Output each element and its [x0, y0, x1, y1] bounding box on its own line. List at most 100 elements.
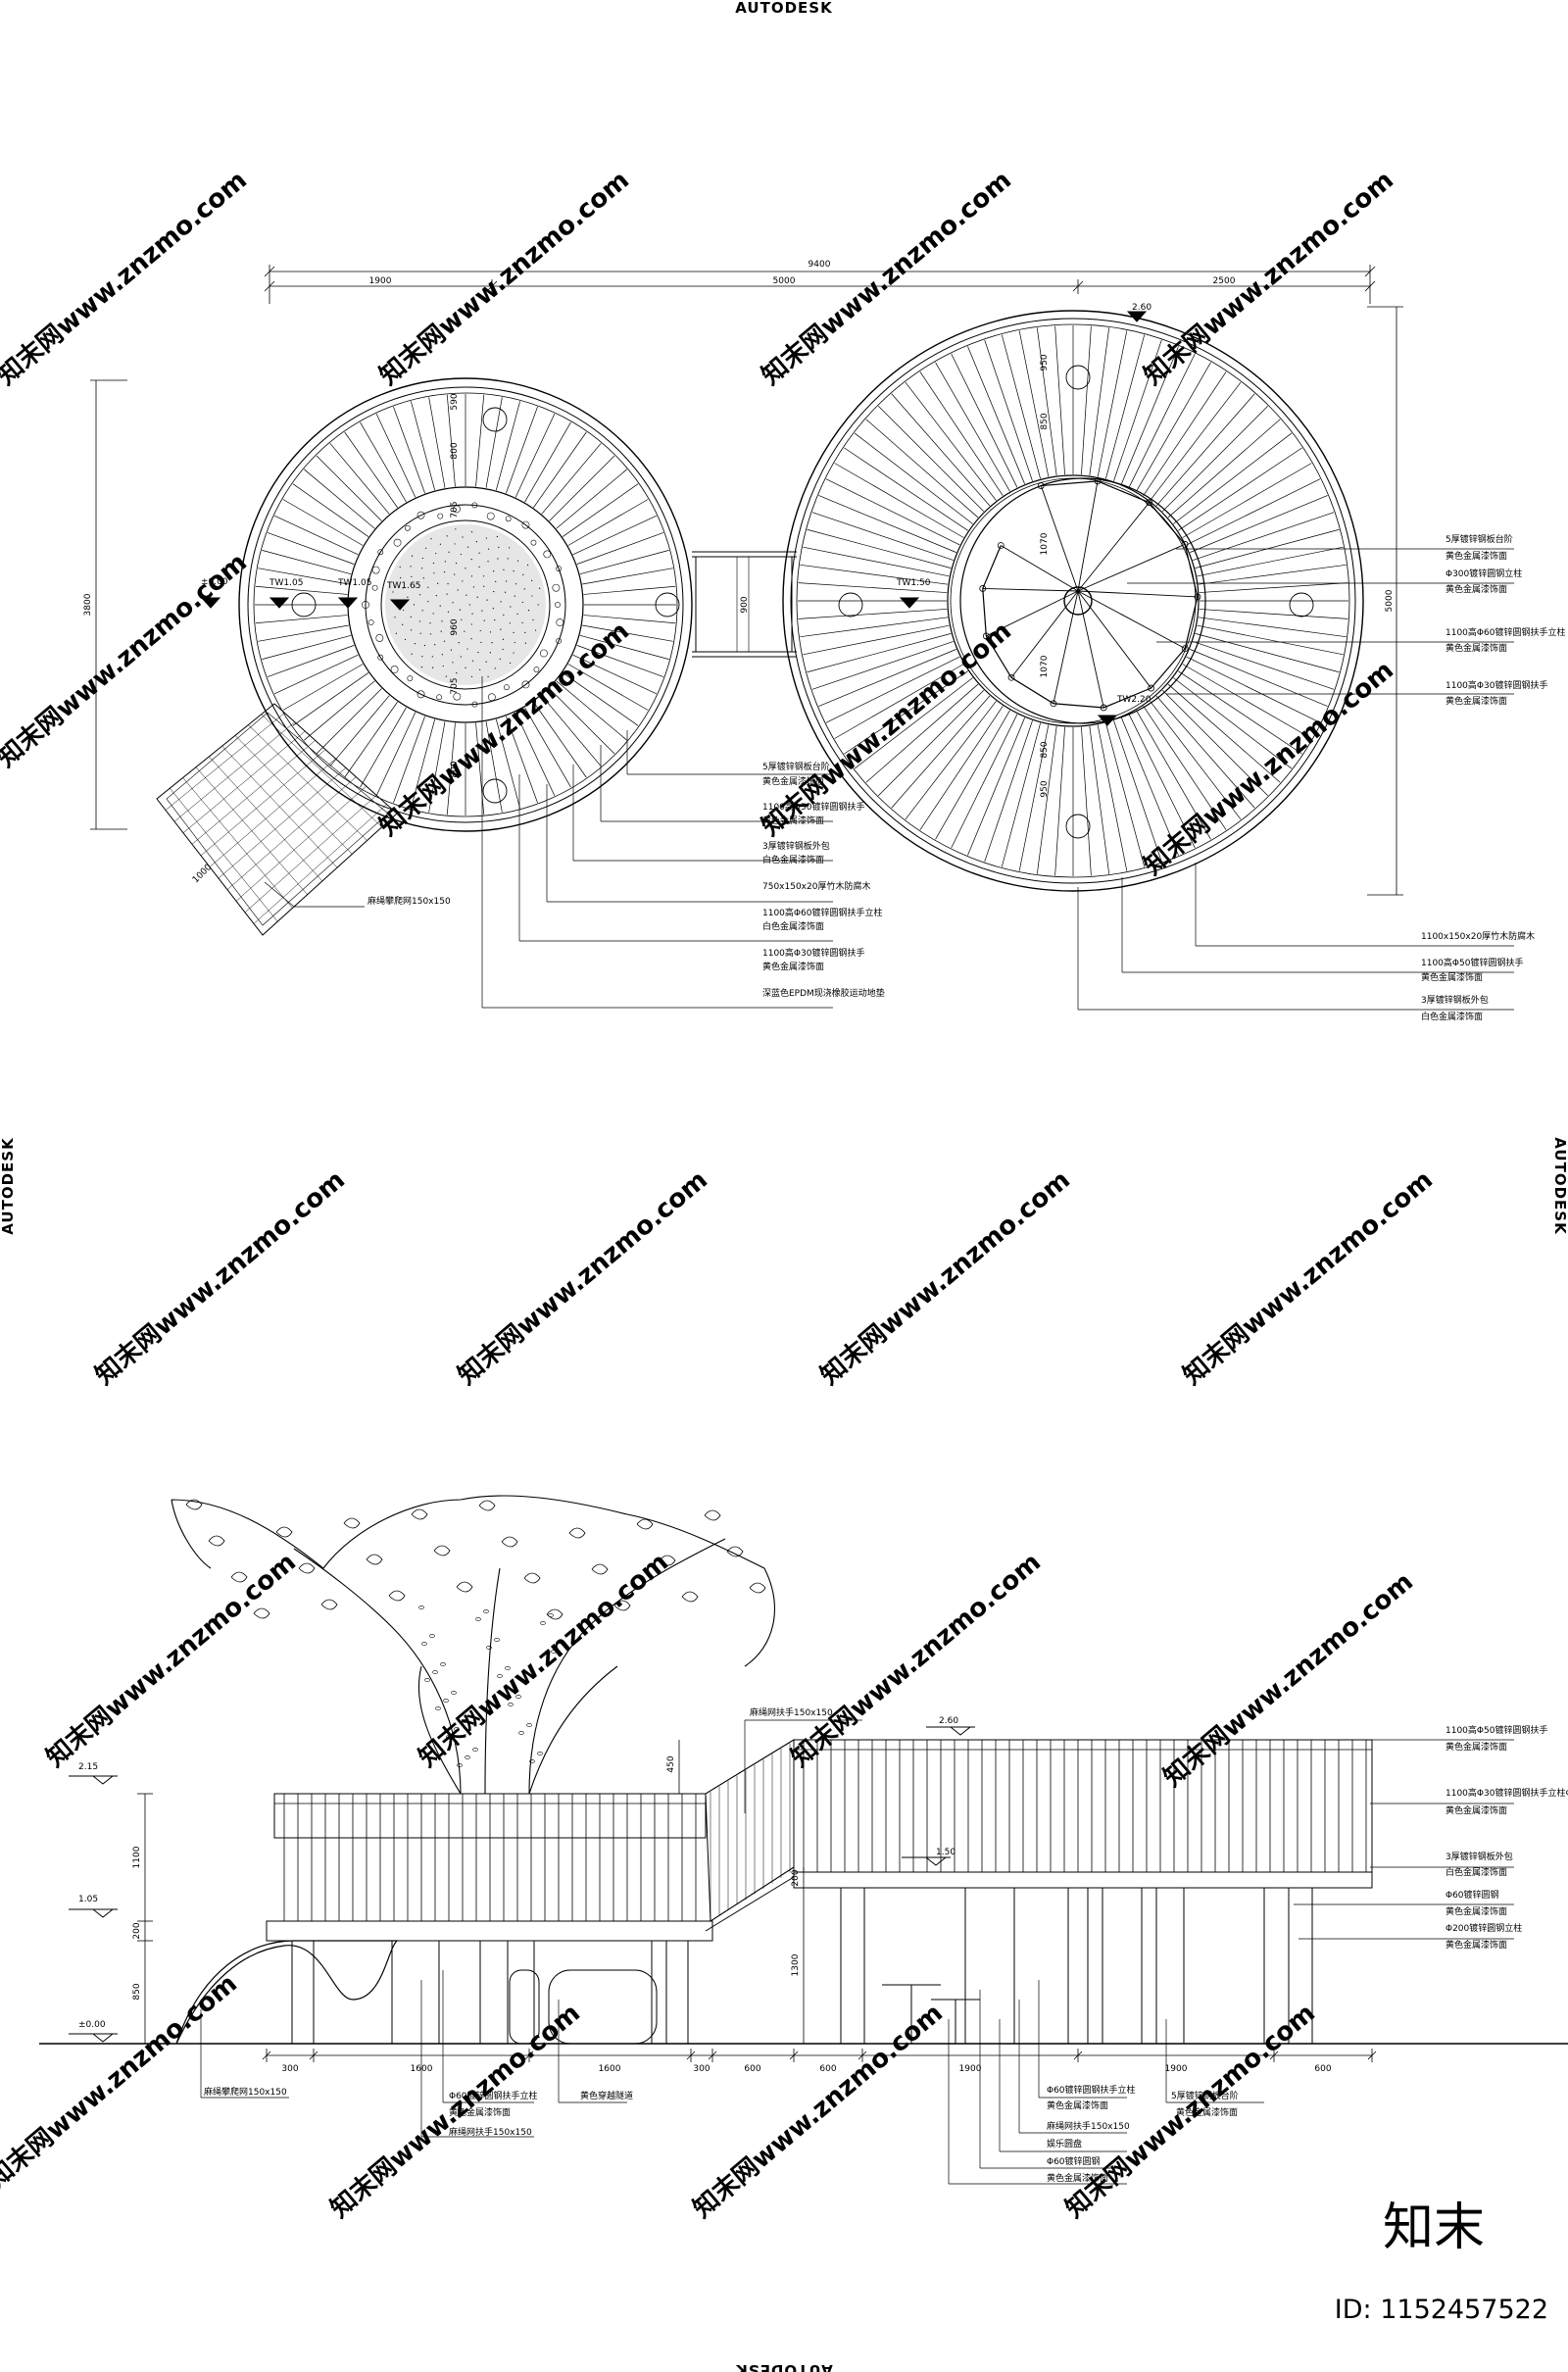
elev-label-right: Φ200镀锌圆钢立柱: [1446, 1922, 1522, 1934]
watermark-text: 知末网www.znzmo.com: [0, 1969, 243, 2195]
plan-dimension-top: [264, 265, 1376, 304]
elev-label-right: 黄色金属漆饰面: [1446, 1741, 1507, 1753]
plan-label-center: 3厚镀锌钢板外包: [762, 840, 830, 852]
elev-vdim: 200: [132, 1922, 142, 1939]
plan-radial-dim-right: 1070: [1040, 532, 1050, 555]
watermark-text: 知末网www.znzmo.com: [757, 166, 1017, 391]
elev-bottom-dim: 1900: [959, 2064, 982, 2074]
elev-level-text: 2.60: [939, 1716, 958, 1726]
elev-label-right: 白色金属漆饰面: [1446, 1866, 1507, 1878]
elev-label-bottom-mid: 黄色金属漆饰面: [449, 2106, 511, 2118]
elev-label-bottom-center: Φ60镀锌圆钢: [1047, 2155, 1101, 2167]
plan-radial-dim-left: 705: [450, 501, 460, 518]
plan-label-right-bottom: 黄色金属漆饰面: [1421, 971, 1483, 983]
plan-radial-dim-right: 950: [1040, 780, 1050, 797]
watermark-text: 知末网www.znzmo.com: [0, 166, 253, 391]
epdm-pit-fill: [385, 524, 546, 685]
plan-radial-dim-right: 1070: [1040, 655, 1050, 677]
plan-label-right-top: 黄色金属漆饰面: [1446, 550, 1507, 562]
plan-label-right-bottom: 1100高Φ50镀锌圆钢扶手: [1421, 957, 1523, 968]
elev-label-bottom-center: 麻绳网扶手150x150: [1047, 2120, 1130, 2132]
plan-level-text: TW2.20: [1116, 695, 1152, 705]
level-marker: [389, 599, 411, 611]
plan-view: 9400 1900 5000 2500 3800 5000: [83, 260, 1565, 1022]
plan-label-right-top: 黄色金属漆饰面: [1446, 583, 1507, 595]
brand-id: ID: 1152457522: [1335, 2295, 1548, 2325]
brand-logo: 知末: [1383, 2199, 1485, 2257]
elev-bottom-dim: 1600: [411, 2064, 433, 2074]
plan-dimension-left: [90, 379, 127, 830]
autodesk-band-top: AUTODESK: [735, 0, 833, 17]
plan-label-center: 黄色金属漆饰面: [762, 961, 824, 972]
elev-label-bottom-right: 5厚镀锌钢板台阶: [1171, 2090, 1239, 2101]
plan-bridge: [692, 551, 797, 658]
plan-radial-dim-right: 850: [1040, 741, 1050, 758]
elev-bottom-dim: 1900: [1165, 2064, 1188, 2074]
elev-label-tunnel: 黄色穿越隧道: [580, 2090, 633, 2101]
elev-label-right: 黄色金属漆饰面: [1446, 1804, 1507, 1816]
plan-dim-total: 9400: [808, 260, 831, 270]
plan-climbing-ramp: [156, 703, 398, 936]
plan-label-right-top: 黄色金属漆饰面: [1446, 695, 1507, 707]
plan-label-right-top: 1100高Φ60镀锌圆钢扶手立柱: [1446, 626, 1565, 638]
plan-label-right-top: 5厚镀锌钢板台阶: [1446, 533, 1513, 545]
elev-ramp: [705, 1739, 795, 1932]
watermark-text: 知末网www.znzmo.com: [414, 1548, 674, 1773]
plan-radial-dim-left: 960: [450, 618, 460, 635]
plan-dim-right: 5000: [1385, 589, 1395, 612]
elev-bottom-dim: 1600: [599, 2064, 621, 2074]
plan-label-right-bottom: 白色金属漆饰面: [1421, 1011, 1483, 1022]
elev-label-right: 1100高Φ50镀锌圆钢扶手: [1446, 1724, 1547, 1736]
watermark-text: 知末网www.znzmo.com: [1139, 166, 1399, 391]
plan-label-center: 白色金属漆饰面: [762, 854, 824, 865]
elev-label-bottom-center: 娱乐圆盘: [1047, 2138, 1082, 2150]
watermark-text: 知末网www.znzmo.com: [90, 1165, 351, 1391]
watermark-text: 知末网www.znzmo.com: [1178, 1165, 1439, 1391]
elev-level-text: 1.50: [936, 1848, 956, 1857]
level-marker: [200, 597, 221, 609]
elev-vdim: 1300: [791, 1953, 801, 1976]
plan-radial-dim-right: 950: [1040, 354, 1050, 371]
plan-dim-bridge: 900: [740, 596, 750, 613]
elev-label-rope-top: 麻绳网扶手150x150: [750, 1706, 833, 1718]
plan-label-center: 深蓝色EPDM现浇橡胶运动地垫: [762, 987, 885, 999]
plan-label-center: 5厚镀锌钢板台阶: [762, 761, 830, 772]
elev-vdim: 850: [132, 1983, 142, 2000]
elev-label-right: Φ60镀锌圆钢: [1446, 1889, 1499, 1901]
plan-label-right-top: 1100高Φ30镀锌圆钢扶手: [1446, 679, 1547, 691]
elev-label-right: 黄色金属漆饰面: [1446, 1905, 1507, 1917]
elev-label-bottom-center: Φ60镀锌圆钢扶手立柱: [1047, 2084, 1136, 2096]
tree-drawing: [171, 1495, 775, 1795]
plan-label-right-bottom: 3厚镀锌钢板外包: [1421, 994, 1489, 1006]
plan-dim-seg2: 5000: [773, 276, 796, 286]
plan-fixtures: [291, 365, 1314, 839]
plan-level-text: TW1.50: [896, 578, 931, 588]
watermark-text: 知末网www.znzmo.com: [41, 1548, 302, 1773]
central-steel-column: [1063, 586, 1093, 616]
autodesk-band-right: AUTODESK: [1551, 1137, 1568, 1235]
elev-level-text: ±0.00: [78, 2020, 106, 2030]
plan-radial-dim-left: 800: [450, 761, 460, 777]
plan-dimension-right: [1367, 306, 1403, 896]
plan-dim-seg3: 2500: [1213, 276, 1236, 286]
level-marker: [899, 597, 920, 609]
elev-label-bottom-center: 黄色金属漆饰面: [1047, 2172, 1108, 2184]
plan-level-text: ±0.00: [201, 577, 228, 587]
elev-bottom-dim: 300: [281, 2064, 298, 2074]
elev-level-text: 2.15: [78, 1762, 98, 1772]
plan-radial-dim-left: 705: [450, 677, 460, 694]
plan-label-center: 750x150x20厚竹木防腐木: [762, 880, 870, 892]
elev-label-bottom-right: 黄色金属漆饰面: [1176, 2106, 1238, 2118]
plan-label-center: 黄色金属漆饰面: [762, 815, 824, 826]
elev-label-bottom-left: 麻绳攀爬网150x150: [204, 2086, 287, 2098]
elev-bottom-dim: 300: [693, 2064, 710, 2074]
elev-left-platform: [266, 1793, 713, 2045]
plan-radial-dim-left: 590: [450, 393, 460, 410]
elev-vdim: 450: [666, 1755, 676, 1772]
watermark-text: 知末网www.znzmo.com: [786, 1548, 1047, 1773]
watermark-text: 知末网www.znzmo.com: [1139, 656, 1399, 881]
watermark-text: 知末网www.znzmo.com: [688, 1999, 949, 2224]
elev-level-text: 1.05: [78, 1895, 98, 1904]
level-marker: [269, 597, 290, 609]
